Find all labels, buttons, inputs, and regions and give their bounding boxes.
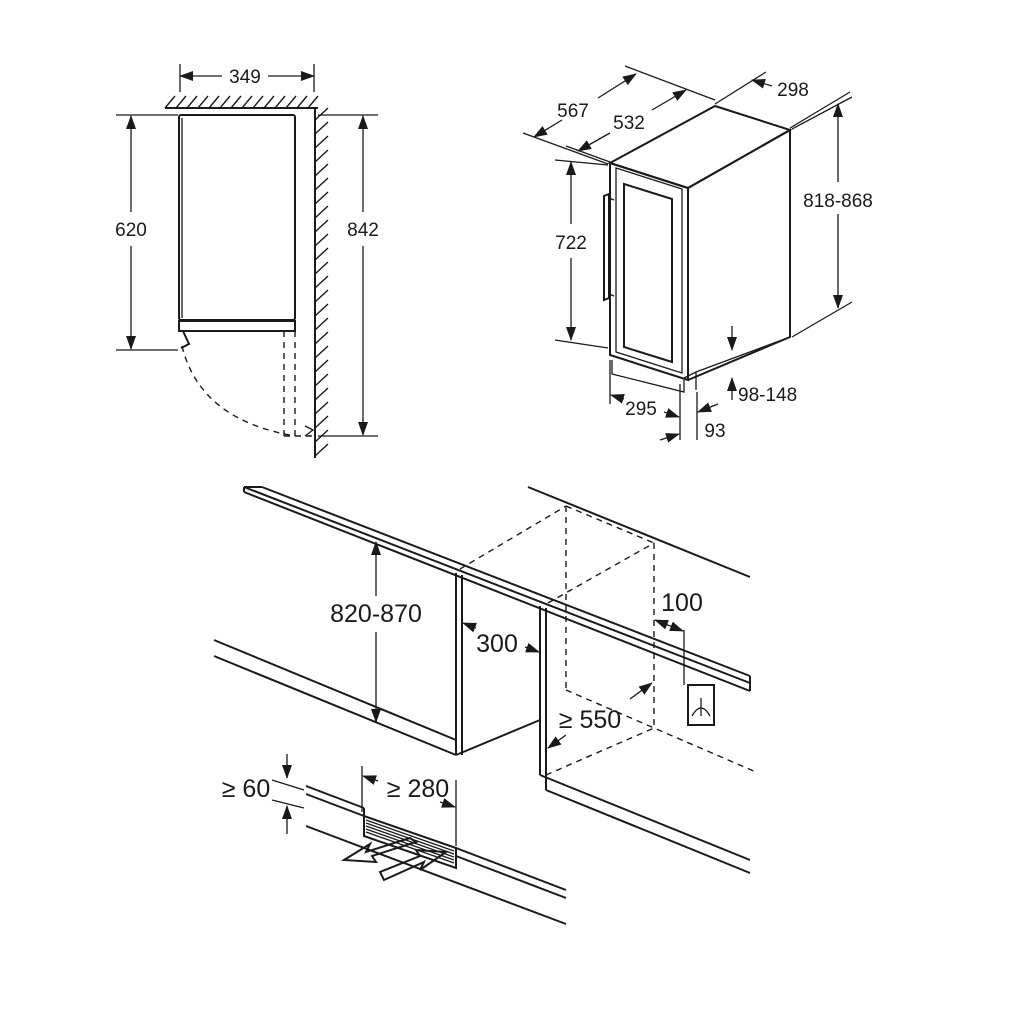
side-view: 349 620 842: [115, 64, 379, 458]
wall-hatching: [314, 107, 329, 457]
dim-depth: 532: [613, 113, 645, 134]
installation-view: 820-870 300 100 ≥ 550: [213, 486, 757, 925]
iso-view: 567 532 298 818-868 722 98-148 295: [522, 65, 873, 443]
dim-height-range: 818-868: [803, 191, 873, 212]
airflow-out-arrow: [340, 836, 419, 864]
dim-width-iso: 298: [777, 80, 809, 101]
appliance-plinth: [178, 320, 296, 332]
dim-niche-height: 820-870: [330, 600, 422, 628]
cabinet-side: [687, 128, 791, 381]
door-frame: [609, 161, 689, 382]
dim-offset: 93: [704, 421, 725, 442]
door-swing-arc: [181, 345, 296, 437]
door-handle: [603, 192, 610, 302]
dim-cabinet-depth: 300: [476, 630, 518, 658]
appliance-side-body: [178, 114, 296, 321]
dim-total-height-side: 842: [347, 220, 379, 241]
airflow-in-arrow: [378, 848, 449, 882]
dim-door-height: 722: [555, 233, 587, 254]
socket-box: [687, 684, 715, 726]
ceiling-hatching: [164, 95, 319, 109]
dim-width-side: 349: [229, 67, 261, 88]
dim-plinth-range: 98-148: [738, 385, 797, 406]
dim-depth-total: 567: [557, 101, 589, 122]
vent-grille: [363, 814, 457, 870]
dim-height-side: 620: [115, 220, 147, 241]
dim-vent-height: ≥ 60: [222, 775, 270, 803]
dim-niche-depth: ≥ 550: [559, 706, 621, 734]
dim-socket-offset: 100: [661, 589, 703, 617]
dim-door-width: 295: [625, 399, 657, 420]
dim-vent-width: ≥ 280: [387, 775, 449, 803]
door-glass: [623, 182, 673, 364]
